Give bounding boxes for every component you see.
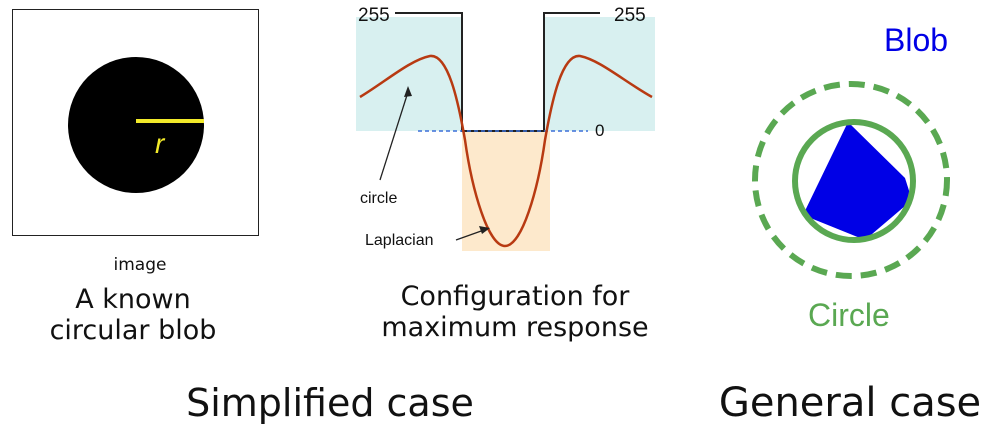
middle-caption-line2: maximum response	[381, 312, 649, 344]
blob-label: Blob	[884, 22, 948, 58]
middle-caption-line1: Configuration for	[400, 281, 630, 312]
circle-arrowhead	[404, 86, 412, 97]
laplacian-arrow	[455, 229, 485, 241]
image-frame	[12, 9, 259, 236]
image-label: image	[113, 255, 167, 275]
outer-dashed-circle	[752, 81, 950, 279]
left-caption: A known circular blob	[18, 284, 248, 346]
circle-general-label: Circle	[808, 297, 890, 333]
middle-caption: Configuration for maximum response	[350, 281, 680, 343]
cyan-left-region	[356, 17, 462, 131]
laplacian-curve	[359, 54, 653, 248]
laplacian-arrowhead	[479, 226, 490, 234]
level-0: 0	[595, 121, 604, 140]
circle-arrow	[379, 91, 409, 181]
laplacian-label: Laplacian	[365, 232, 434, 249]
blob-shape	[803, 122, 912, 240]
level-255-left: 255	[358, 5, 390, 26]
black-disk	[68, 57, 204, 193]
general-case-title: General case	[718, 380, 982, 426]
radius-label: r	[155, 128, 166, 159]
circle-label: circle	[360, 190, 397, 207]
left-caption-line2: circular blob	[49, 315, 217, 347]
level-255-right: 255	[614, 5, 646, 26]
inner-circle	[792, 119, 916, 243]
left-caption-line1: A known	[75, 284, 191, 315]
simplified-case-title: Simplified case	[186, 381, 474, 425]
